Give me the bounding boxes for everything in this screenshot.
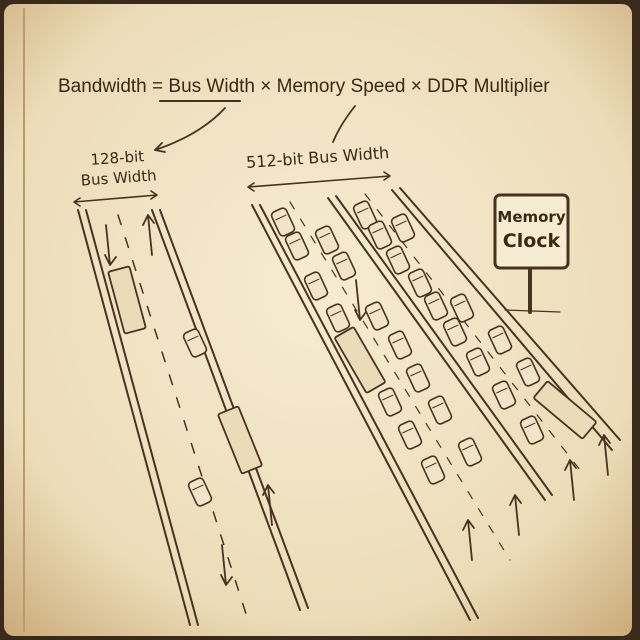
car <box>387 330 413 360</box>
car <box>397 420 423 450</box>
formula-bus-width: Bus Width <box>168 76 255 97</box>
lane-arrow-up <box>262 484 275 526</box>
car <box>405 363 431 393</box>
car <box>377 387 403 417</box>
sign-text-line1: Memory <box>497 208 566 226</box>
car <box>442 317 468 347</box>
truck <box>107 265 147 335</box>
sign-board <box>493 193 570 270</box>
car <box>364 301 390 331</box>
car <box>427 395 453 425</box>
memory-clock-sign <box>493 193 570 314</box>
arrowhead <box>154 142 166 153</box>
car <box>325 303 351 333</box>
car <box>385 245 411 275</box>
narrow-road <box>77 209 309 626</box>
car <box>491 380 517 410</box>
car <box>407 268 433 298</box>
car <box>367 220 393 250</box>
car <box>331 251 357 281</box>
wide-width-dimension-arrow <box>247 171 391 192</box>
car <box>457 437 483 467</box>
car <box>187 477 213 507</box>
sign-text-line2: Clock <box>502 230 561 252</box>
lane-arrow-up <box>462 519 475 561</box>
car <box>515 357 541 387</box>
lane-arrow-down <box>104 224 117 266</box>
lane-arrow-down <box>354 279 367 321</box>
car <box>314 225 340 255</box>
paper-page <box>4 4 632 636</box>
pointer-line-wide-bus <box>332 105 356 143</box>
narrow-bus-label: 128-bit Bus Width <box>79 145 158 190</box>
wide-road-left-edge <box>251 204 479 621</box>
sign-ground <box>504 309 561 313</box>
pointer-arrow-bus-width <box>154 107 226 151</box>
car <box>487 325 513 355</box>
lane-arrow-up <box>598 434 611 476</box>
narrow-road-left-edge <box>77 209 199 626</box>
lane-arrow-up <box>509 494 522 536</box>
car <box>284 231 310 261</box>
truck <box>334 326 386 394</box>
car <box>423 291 449 321</box>
car <box>420 455 446 485</box>
sign-text: Memory Clock <box>495 205 568 253</box>
narrow-width-dimension-arrow <box>73 190 158 207</box>
lane-arrow-down <box>220 544 233 586</box>
car <box>270 207 296 237</box>
formula-rest: × Memory Speed × DDR Multiplier <box>260 76 550 97</box>
bandwidth-formula: Bandwidth = Bus Width × Memory Speed × D… <box>58 76 550 98</box>
car <box>303 271 329 301</box>
car <box>182 328 208 358</box>
truck <box>533 380 597 440</box>
lane-arrow-up <box>564 459 577 501</box>
formula-prefix: Bandwidth = <box>58 76 164 97</box>
car <box>465 347 491 377</box>
car <box>449 293 475 323</box>
car <box>519 415 545 445</box>
vehicles <box>104 200 611 586</box>
lane-arrow-up <box>142 214 155 256</box>
wide-road-median <box>327 195 553 501</box>
truck <box>217 405 263 475</box>
car <box>390 213 416 243</box>
